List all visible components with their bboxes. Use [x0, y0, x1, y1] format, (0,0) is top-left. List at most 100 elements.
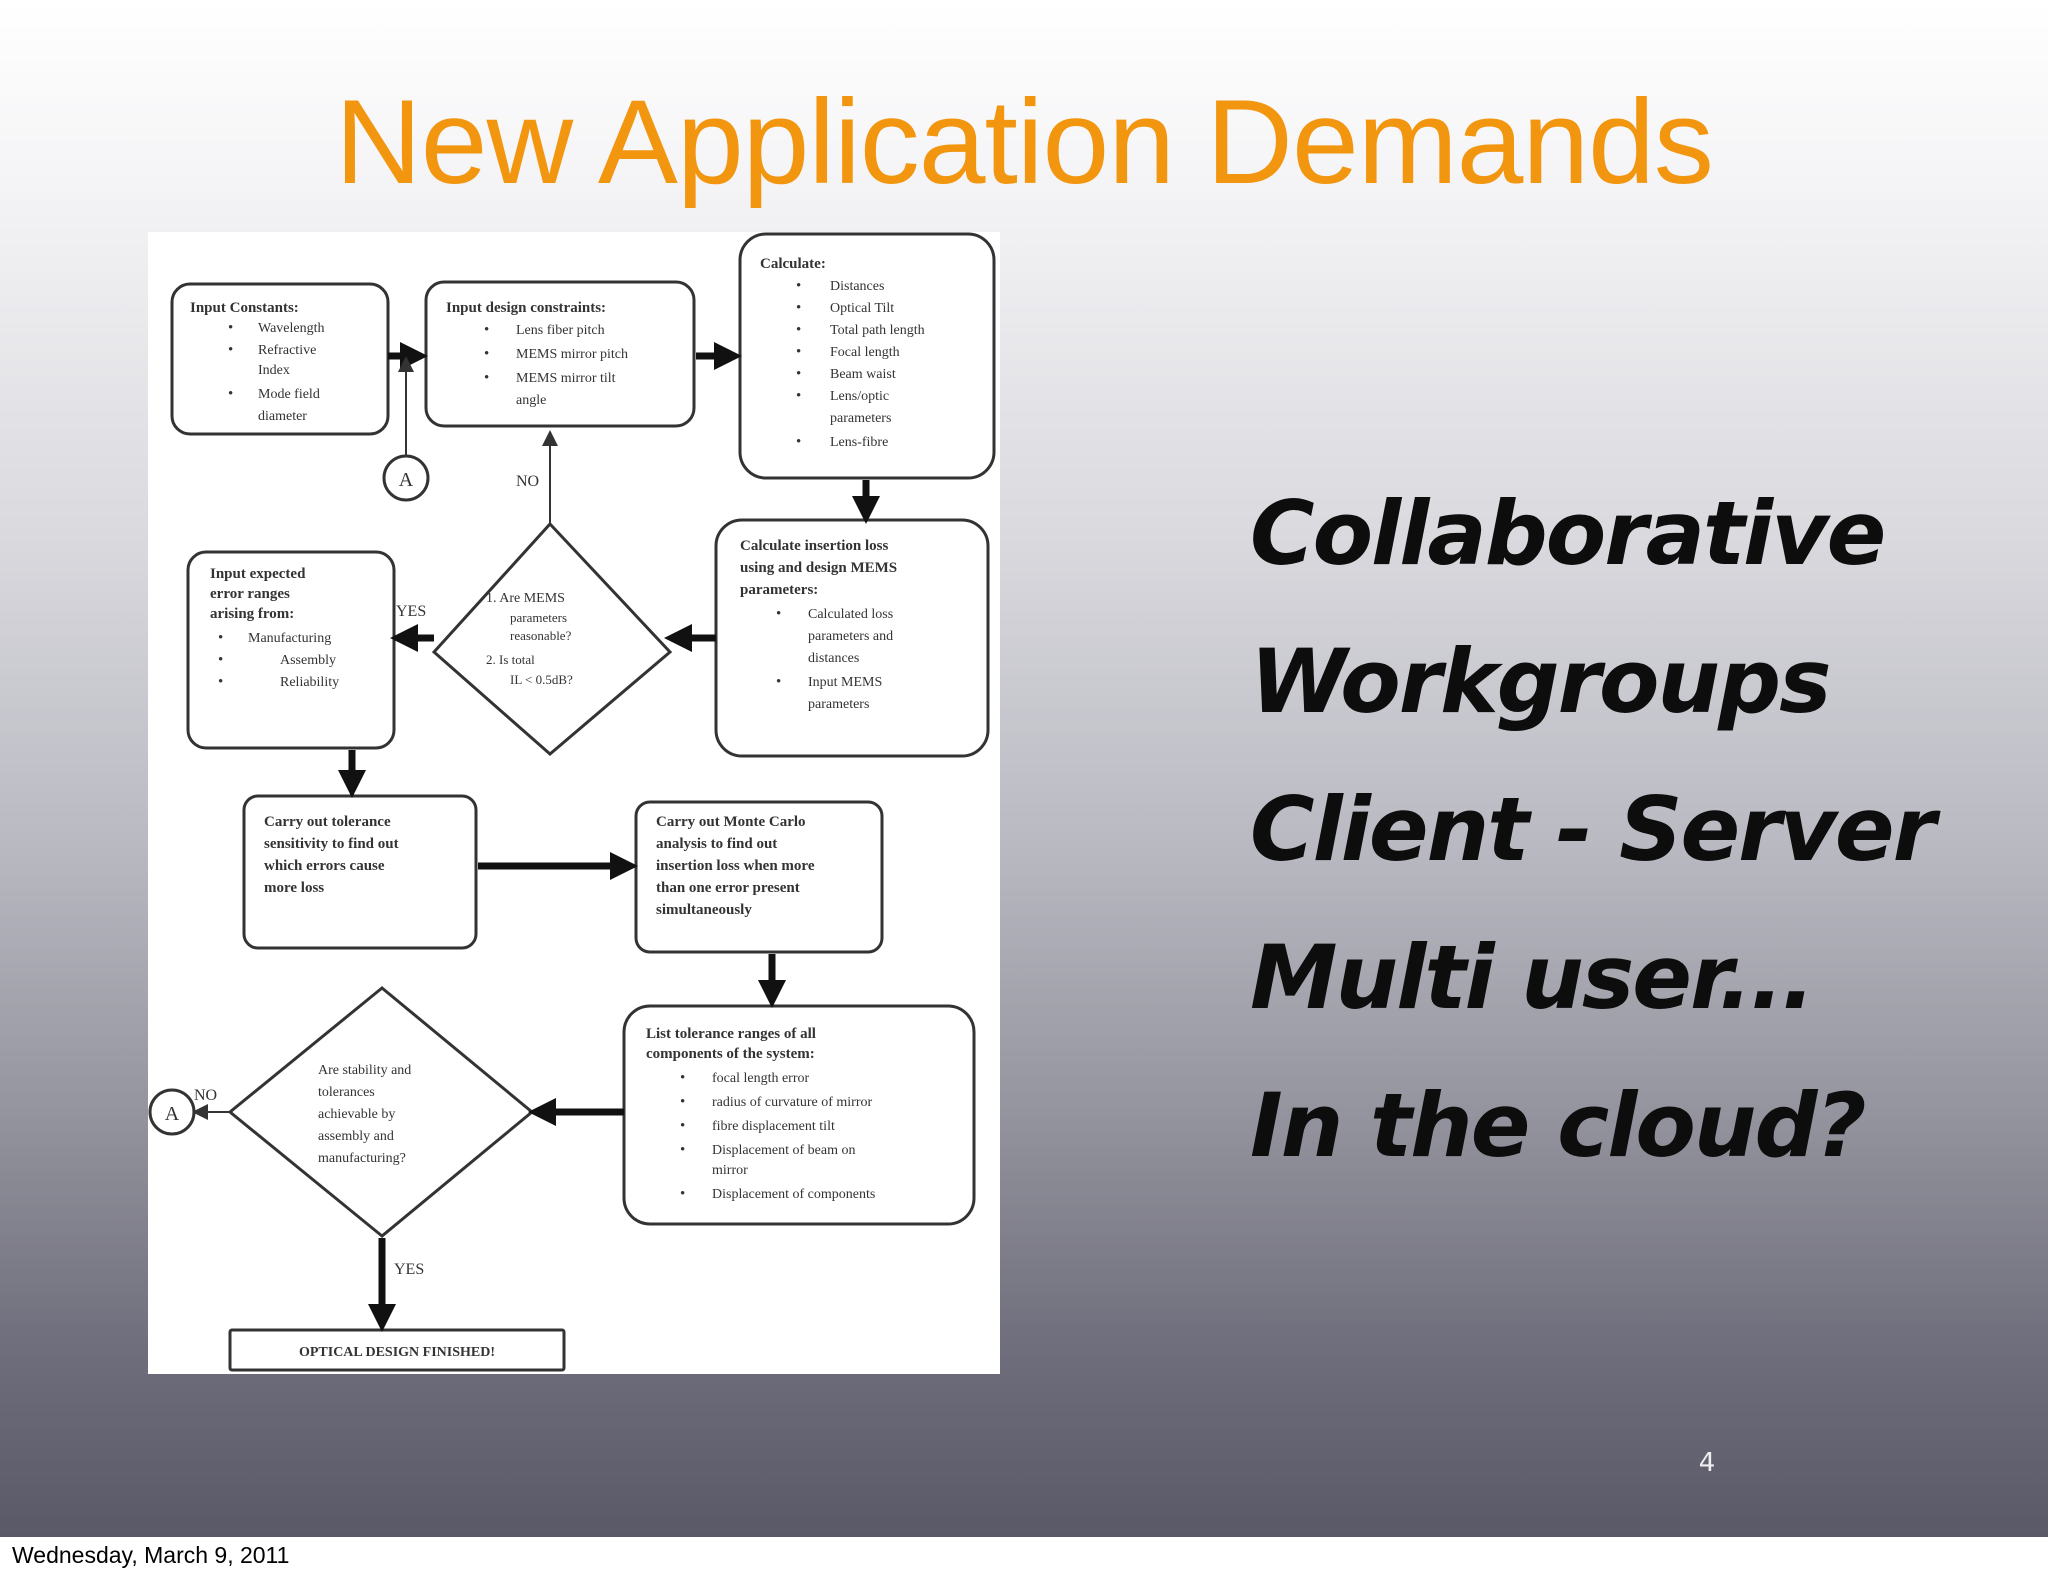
finished-label: OPTICAL DESIGN FINISHED! — [299, 1345, 495, 1360]
bullet-cloud: In the cloud? — [1250, 1074, 1867, 1177]
input-constants-item-2: Refractive — [258, 343, 316, 358]
decision-stability-line-2: tolerances — [318, 1085, 375, 1100]
monte-carlo-line-2: analysis to find out — [656, 836, 777, 852]
tolerance-ranges-bullet-3: • — [680, 1118, 685, 1134]
box-finished — [228, 1328, 566, 1372]
calculate-bullet-1: • — [796, 278, 801, 294]
connector-left-label: A — [165, 1103, 180, 1125]
insertion-loss-title-3: parameters: — [740, 582, 818, 598]
tolerance-ranges-title-2: components of the system: — [646, 1046, 815, 1062]
design-constraints-title: Input design constraints: — [446, 300, 606, 316]
input-constants-bullet-1: • — [228, 320, 233, 336]
input-constants-bullet-3: • — [228, 386, 233, 402]
tolerance-ranges-item-4: Displacement of beam on — [712, 1143, 855, 1158]
tolerance-sensitivity-line-2: sensitivity to find out — [264, 836, 399, 852]
decision-stability-line-3: achievable by — [318, 1107, 395, 1122]
insertion-loss-title-1: Calculate insertion loss — [740, 538, 888, 554]
expected-error-title-1: Input expected — [210, 566, 306, 582]
expected-error-item-2: Assembly — [280, 653, 336, 668]
monte-carlo-line-1: Carry out Monte Carlo — [656, 814, 806, 830]
insertion-loss-item-1: Calculated loss — [808, 607, 893, 622]
expected-error-title-2: error ranges — [210, 586, 290, 602]
calculate-title: Calculate: — [760, 256, 826, 272]
flowchart-image: A A NO YES NO YES Input Constants: • Wav… — [148, 232, 1000, 1374]
design-constraints-bullet-3: • — [484, 370, 489, 386]
calculate-bullet-4: • — [796, 344, 801, 360]
insertion-loss-bullet-2: • — [776, 674, 781, 690]
decision-mems-line-3: reasonable? — [510, 628, 572, 643]
calculate-bullet-2: • — [796, 300, 801, 316]
input-constants-item-4: Mode field — [258, 387, 320, 402]
expected-error-bullet-2: • — [218, 652, 223, 668]
expected-error-title-3: arising from: — [210, 606, 294, 622]
tolerance-ranges-bullet-4: • — [680, 1142, 685, 1158]
expected-error-item-1: Manufacturing — [248, 631, 331, 646]
slide-title: New Application Demands — [335, 75, 1714, 209]
decision-mems — [431, 521, 673, 756]
decision-stability-line-5: manufacturing? — [318, 1151, 406, 1166]
decision-stability-line-4: assembly and — [318, 1129, 394, 1144]
input-constants-item-5: diameter — [258, 409, 307, 424]
design-constraints-item-1: Lens fiber pitch — [516, 323, 605, 338]
input-constants-title: Input Constants: — [190, 300, 299, 316]
slide-number: 4 — [1698, 1448, 1716, 1478]
monte-carlo-line-4: than one error present — [656, 880, 800, 896]
tolerance-sensitivity-line-4: more loss — [264, 880, 324, 896]
no-label-left: NO — [194, 1087, 217, 1104]
flowchart-diagram: A A NO YES NO YES Input Constants: • Wav… — [148, 232, 996, 1372]
calculate-bullet-7: • — [796, 434, 801, 450]
calculate-item-4: Focal length — [830, 345, 900, 360]
decision-stability — [227, 986, 535, 1238]
no-label-top: NO — [516, 473, 539, 490]
calculate-item-2: Optical Tilt — [830, 301, 894, 316]
expected-error-bullet-3: • — [218, 674, 223, 690]
bullet-multi-user: Multi user... — [1250, 926, 1815, 1029]
design-constraints-bullet-2: • — [484, 346, 489, 362]
tolerance-ranges-item-3: fibre displacement tilt — [712, 1119, 835, 1134]
expected-error-bullet-1: • — [218, 630, 223, 646]
calculate-item-7: parameters — [830, 411, 891, 426]
calculate-bullet-6: • — [796, 388, 801, 404]
tolerance-sensitivity-line-3: which errors cause — [264, 858, 385, 874]
tolerance-ranges-item-6: Displacement of components — [712, 1187, 875, 1202]
insertion-loss-item-3: distances — [808, 651, 859, 666]
monte-carlo-line-5: simultaneously — [656, 902, 752, 918]
insertion-loss-title-2: using and design MEMS — [740, 560, 897, 576]
expected-error-item-3: Reliability — [280, 675, 339, 690]
design-constraints-item-4: angle — [516, 393, 546, 408]
tolerance-ranges-item-2: radius of curvature of mirror — [712, 1095, 872, 1110]
decision-stability-line-1: Are stability and — [318, 1063, 411, 1078]
bullet-collaborative: Collaborative — [1250, 482, 1886, 585]
calculate-item-1: Distances — [830, 279, 884, 294]
slide: New Application Demands — [0, 0, 2048, 1537]
design-constraints-bullet-1: • — [484, 322, 489, 338]
insertion-loss-item-2: parameters and — [808, 629, 893, 644]
tolerance-ranges-bullet-5: • — [680, 1186, 685, 1202]
input-constants-item-1: Wavelength — [258, 321, 325, 336]
footer-date: Wednesday, March 9, 2011 — [12, 1542, 290, 1568]
calculate-item-6: Lens/optic — [830, 389, 889, 404]
decision-mems-line-5: IL < 0.5dB? — [510, 672, 573, 687]
calculate-item-5: Beam waist — [830, 367, 896, 382]
bullet-client-server: Client - Server — [1250, 778, 1936, 881]
insertion-loss-bullet-1: • — [776, 606, 781, 622]
tolerance-ranges-item-5: mirror — [712, 1163, 748, 1178]
insertion-loss-item-4: Input MEMS — [808, 675, 882, 690]
tolerance-ranges-bullet-2: • — [680, 1094, 685, 1110]
insertion-loss-item-5: parameters — [808, 697, 869, 712]
tolerance-ranges-item-1: focal length error — [712, 1071, 810, 1086]
tolerance-ranges-bullet-1: • — [680, 1070, 685, 1086]
yes-label-mid: YES — [396, 603, 426, 620]
connector-top-label: A — [399, 469, 414, 491]
monte-carlo-line-3: insertion loss when more — [656, 858, 815, 874]
decision-mems-line-4: 2. Is total — [486, 652, 535, 667]
yes-label-bottom: YES — [394, 1261, 424, 1278]
calculate-item-8: Lens-fibre — [830, 435, 888, 450]
tolerance-sensitivity-line-1: Carry out tolerance — [264, 814, 391, 830]
decision-mems-line-1: 1. Are MEMS — [486, 591, 565, 606]
tolerance-ranges-title-1: List tolerance ranges of all — [646, 1026, 816, 1042]
input-constants-bullet-2: • — [228, 342, 233, 358]
calculate-bullet-5: • — [796, 366, 801, 382]
calculate-item-3: Total path length — [830, 323, 925, 338]
decision-mems-line-2: parameters — [510, 610, 567, 625]
